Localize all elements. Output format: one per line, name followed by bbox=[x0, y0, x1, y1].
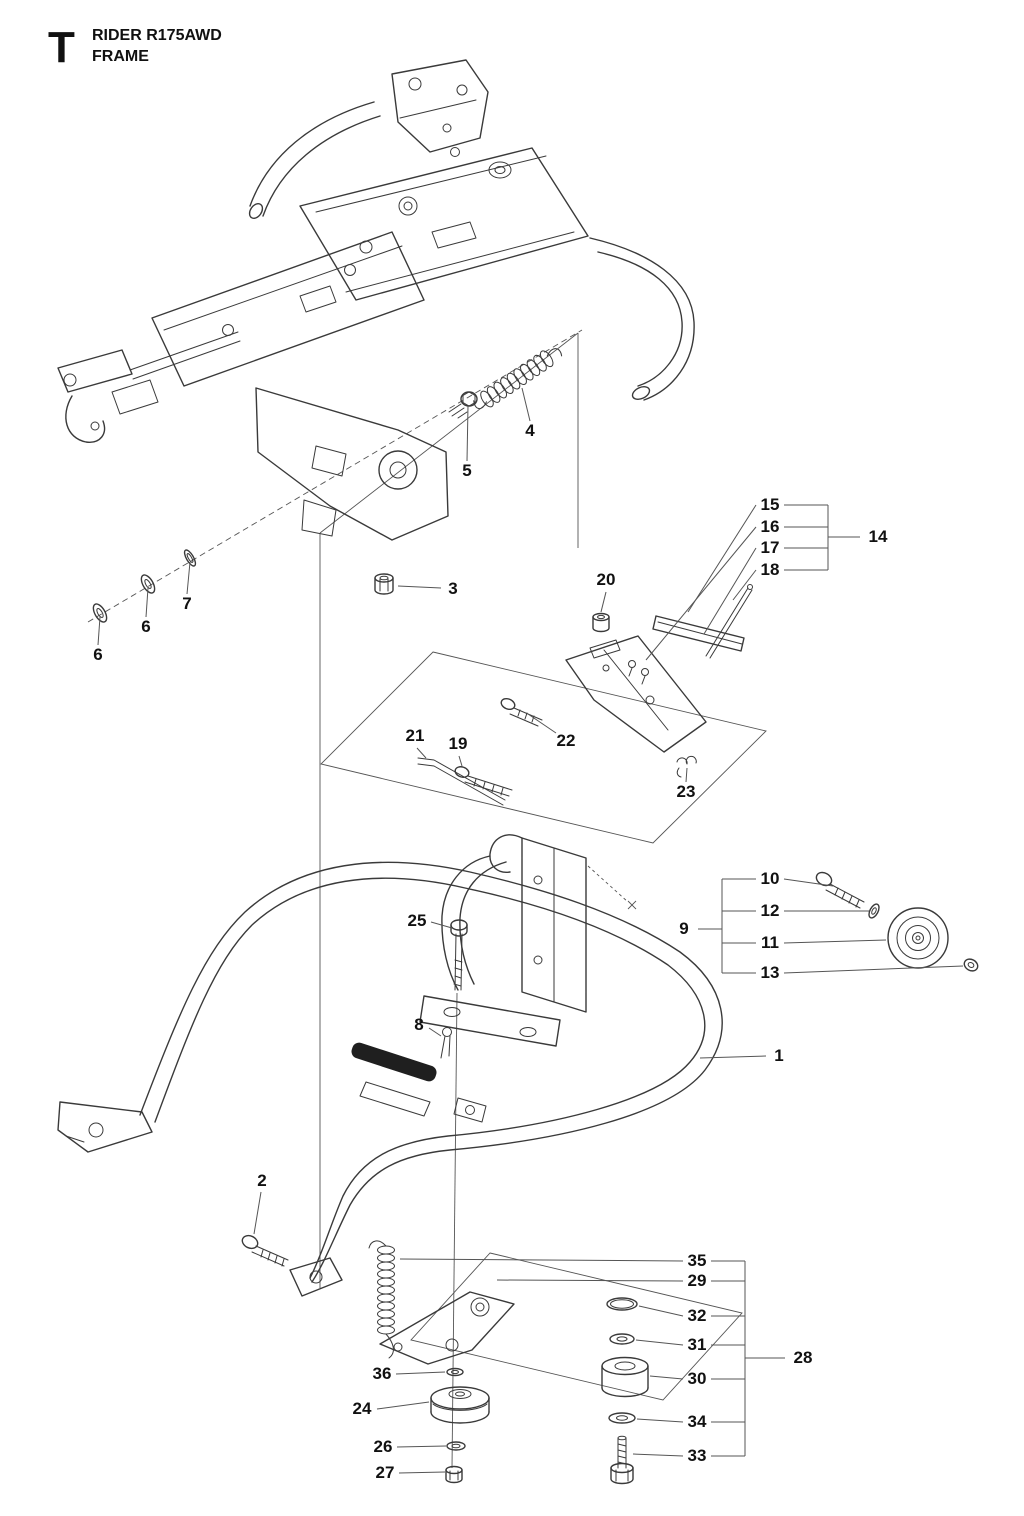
wheel-11 bbox=[887, 907, 949, 969]
pulley-damper-24 bbox=[430, 1386, 490, 1424]
callout-27: 27 bbox=[376, 1463, 395, 1482]
nut-6-b bbox=[92, 603, 108, 623]
grip-strap bbox=[351, 1042, 437, 1082]
leader-lines bbox=[97, 387, 964, 1474]
callout-4: 4 bbox=[525, 421, 535, 440]
callout-22: 22 bbox=[557, 731, 576, 750]
section-letter: T bbox=[48, 23, 75, 72]
callout-31: 31 bbox=[688, 1335, 707, 1354]
bolt-22 bbox=[500, 697, 543, 727]
callout-18: 18 bbox=[761, 560, 780, 579]
nut-27 bbox=[445, 1465, 463, 1484]
lower-left-stack bbox=[368, 1240, 515, 1484]
washer-34 bbox=[608, 1412, 636, 1424]
lower-right-stack bbox=[601, 1297, 649, 1485]
callout-25: 25 bbox=[408, 911, 427, 930]
callout-16: 16 bbox=[761, 517, 780, 536]
caster-wheel-assembly bbox=[815, 871, 979, 972]
callout-5: 5 bbox=[462, 461, 471, 480]
callout-13: 13 bbox=[761, 963, 780, 982]
plate-29 bbox=[379, 1291, 515, 1365]
callout-21: 21 bbox=[406, 726, 425, 745]
callout-8: 8 bbox=[414, 1015, 423, 1034]
callout-15: 15 bbox=[761, 495, 780, 514]
nut-6-a bbox=[140, 574, 156, 594]
washer-31 bbox=[609, 1333, 635, 1345]
callout-17: 17 bbox=[761, 538, 780, 557]
callout-14: 14 bbox=[869, 527, 888, 546]
washer-26 bbox=[446, 1441, 466, 1451]
callout-23: 23 bbox=[677, 782, 696, 801]
nut-3 bbox=[374, 573, 394, 595]
bolt-33 bbox=[610, 1435, 634, 1485]
retaining-ring-32 bbox=[606, 1297, 638, 1311]
bolt-19 bbox=[454, 766, 513, 797]
cotter-pin-8 bbox=[440, 1027, 452, 1059]
washer-7 bbox=[183, 549, 197, 567]
nut-20 bbox=[592, 612, 610, 633]
callout-12: 12 bbox=[761, 901, 780, 920]
callout-28: 28 bbox=[794, 1348, 813, 1367]
bolt-2 bbox=[241, 1234, 289, 1267]
callout-33: 33 bbox=[688, 1446, 707, 1465]
seat-bracket-assembly bbox=[419, 834, 587, 1059]
washer-36 bbox=[446, 1367, 464, 1377]
callout-34: 34 bbox=[688, 1412, 707, 1431]
doc-title-model: RIDER R175AWD bbox=[92, 27, 222, 44]
callout-19: 19 bbox=[449, 734, 468, 753]
construction-lines bbox=[87, 329, 767, 1469]
bolt-5 bbox=[448, 391, 478, 419]
callout-30: 30 bbox=[688, 1369, 707, 1388]
callout-7: 7 bbox=[182, 594, 191, 613]
washer-12 bbox=[868, 903, 880, 919]
callout-3: 3 bbox=[448, 579, 457, 598]
spring-35 bbox=[368, 1240, 395, 1359]
callout-29: 29 bbox=[688, 1271, 707, 1290]
callout-6-a: 6 bbox=[141, 617, 150, 636]
handlebar-frame bbox=[57, 861, 723, 1297]
doc-title-section: FRAME bbox=[92, 48, 149, 65]
tension-spring-4 bbox=[473, 348, 563, 410]
callout-11: 11 bbox=[761, 933, 779, 952]
callout-32: 32 bbox=[688, 1306, 707, 1325]
callout-36: 36 bbox=[373, 1364, 392, 1383]
callout-1: 1 bbox=[774, 1046, 783, 1065]
upper-frame-assembly bbox=[57, 59, 695, 541]
callout-6-b: 6 bbox=[93, 645, 102, 664]
callout-24: 24 bbox=[353, 1399, 372, 1418]
callout-2: 2 bbox=[257, 1171, 266, 1190]
title-block: T RIDER R175AWD FRAME bbox=[48, 23, 222, 72]
strip-17 bbox=[652, 615, 745, 652]
axle-bolt-10 bbox=[815, 871, 865, 909]
damper-30 bbox=[601, 1356, 649, 1398]
rod-18 bbox=[705, 584, 753, 659]
callout-9: 9 bbox=[679, 919, 688, 938]
callout-20: 20 bbox=[597, 570, 616, 589]
mount-bracket-assembly bbox=[417, 584, 753, 806]
clip-23 bbox=[676, 755, 697, 778]
rod-21 bbox=[417, 757, 506, 806]
bolt-25 bbox=[450, 919, 468, 991]
callout-35: 35 bbox=[688, 1251, 707, 1270]
nut-13 bbox=[963, 958, 979, 972]
screws-16 bbox=[628, 660, 649, 685]
callout-10: 10 bbox=[761, 869, 780, 888]
callout-26: 26 bbox=[374, 1437, 393, 1456]
callouts: 4 5 3 7 6 6 15 16 17 18 14 20 21 19 22 2… bbox=[93, 421, 888, 1482]
